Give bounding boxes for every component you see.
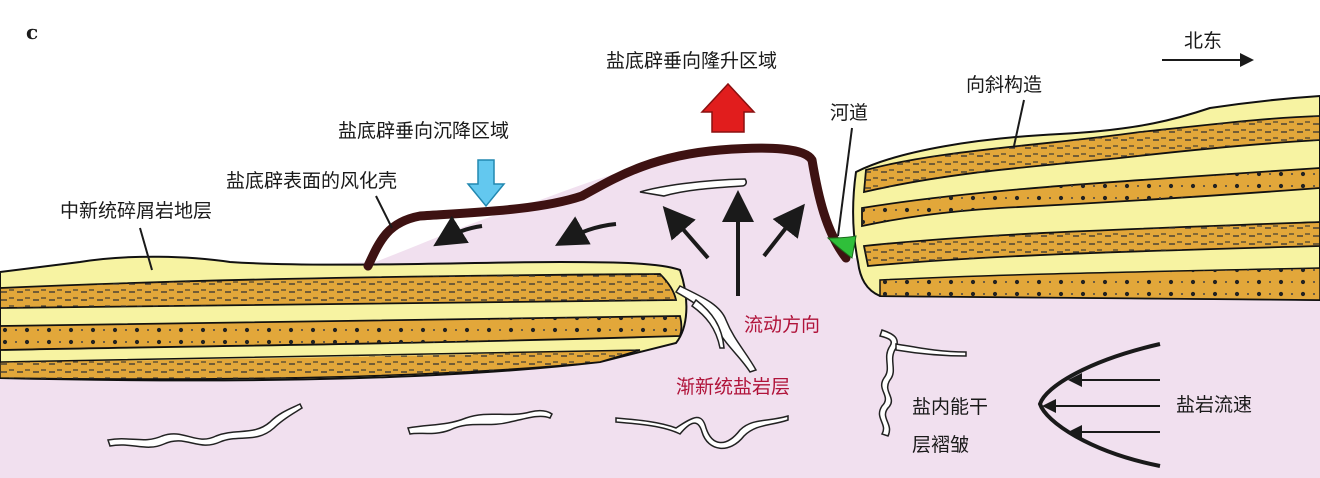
panel-letter: c [26,20,39,44]
salt-flow-velocity-label: 盐岩流速 [1176,394,1253,416]
right-sediment-block [852,94,1320,302]
river-channel [826,235,857,259]
miocene-strata-label: 中新统碎屑岩地层 [60,200,213,222]
flow-direction-label: 流动方向 [744,314,821,336]
oligocene-salt-label: 渐新统盐岩层 [676,376,791,398]
north-east-label: 北东 [1184,30,1223,52]
salt-lens [639,178,748,197]
uplift-zone-label: 盐底辟垂向隆升区域 [606,50,778,72]
subsidence-zone-label: 盐底辟垂向沉降区域 [338,120,510,142]
competent-fold-label-2: 层褶皱 [912,434,970,456]
weathering-crust-label: 盐底辟表面的风化壳 [226,170,398,192]
weathering-crust [363,143,851,271]
left-sediment-wedge [0,255,688,382]
competent-fold-label-1: 盐内能干 [912,396,989,418]
river-channel-label: 河道 [830,102,869,124]
leader-lines [139,99,1025,271]
flow-arrows [433,190,805,296]
syncline-label: 向斜构造 [966,74,1043,96]
subsidence-arrow [466,159,506,208]
uplift-arrow [700,82,756,133]
salt-folds [107,285,967,450]
velocity-profile [1037,342,1161,468]
